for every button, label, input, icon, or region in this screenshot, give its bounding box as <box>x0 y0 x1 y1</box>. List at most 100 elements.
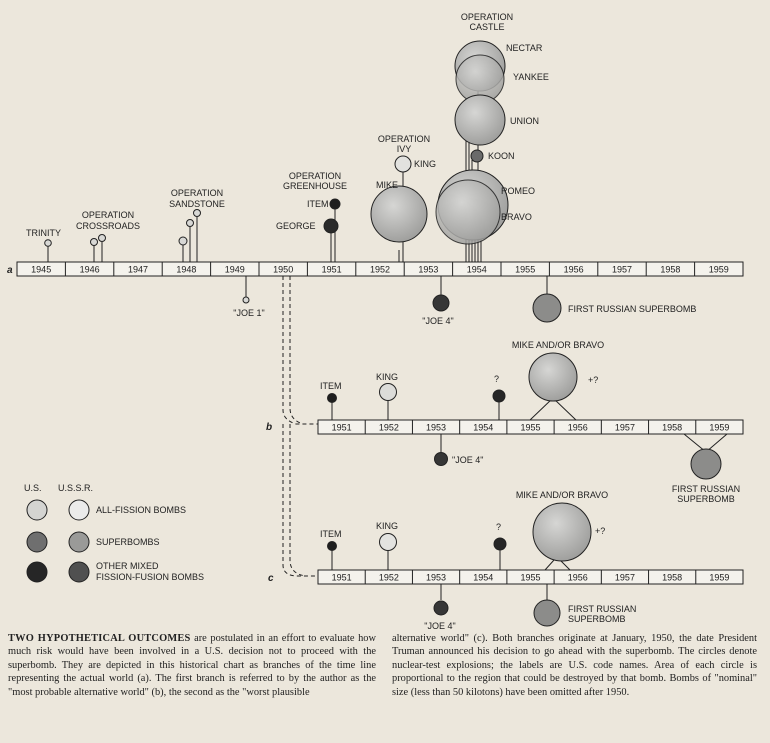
timeline-a-year-1945: 1945 <box>31 265 51 275</box>
joe4-b-label: "JOE 4" <box>452 455 483 465</box>
timeline-c-year-1954: 1954 <box>473 573 493 583</box>
joe4-b-circle <box>434 452 448 466</box>
caption-right: alternative world" (c). Both branches or… <box>392 632 757 699</box>
crossroads-circle-1 <box>90 238 98 246</box>
b-item-label: ITEM <box>320 381 342 391</box>
timeline-a-year-1950: 1950 <box>273 265 293 275</box>
c-item-label: ITEM <box>320 529 342 539</box>
legend-superbombs-label: SUPERBOMBS <box>96 537 160 547</box>
timeline-a-year-1955: 1955 <box>515 265 535 275</box>
trinity-circle <box>44 239 52 247</box>
joe1-circle <box>242 296 250 304</box>
timeline-b-year-1951: 1951 <box>332 423 352 433</box>
legend-ussr-header: U.S.S.R. <box>58 483 93 493</box>
first-russian-c-label-1: FIRST RUSSIAN <box>568 604 636 614</box>
timeline-a-year-1954: 1954 <box>467 265 487 275</box>
b-question-circle <box>492 389 506 403</box>
timeline-a-label: a <box>7 265 13 276</box>
mike-circle <box>370 185 428 243</box>
joe1-label: "JOE 1" <box>233 308 264 318</box>
c-king-label: KING <box>376 521 398 531</box>
ivy-label-1: OPERATION <box>378 134 430 144</box>
timeline-b-label: b <box>266 422 272 433</box>
castle-label-2: CASTLE <box>469 22 504 32</box>
joe4-c-circle <box>433 600 449 616</box>
timeline-a-year-1952: 1952 <box>370 265 390 275</box>
c-mike-bravo-circle <box>532 502 592 562</box>
timeline-b-year-1955: 1955 <box>520 423 540 433</box>
timeline-c-year-1951: 1951 <box>332 573 352 583</box>
timeline-c-year-1953: 1953 <box>426 573 446 583</box>
union-label: UNION <box>510 116 539 126</box>
caption-left: TWO HYPOTHETICAL OUTCOMES are postulated… <box>8 632 376 699</box>
timeline-b-year-1958: 1958 <box>662 423 682 433</box>
crossroads-circle-2 <box>98 234 106 242</box>
union-circle <box>454 94 506 146</box>
timeline-c-label: c <box>268 573 274 584</box>
timeline-a: a 1945 1946 1947 1948 1949 1950 1951 1952 1953 19… <box>7 261 744 277</box>
ivy-king-label: KING <box>414 159 436 169</box>
c-item-circle <box>327 541 337 551</box>
c-question-label: ? <box>496 522 501 532</box>
sandstone-label-1: OPERATION <box>171 188 223 198</box>
timeline-c-year-1959: 1959 <box>709 573 729 583</box>
first-russian-b-circle <box>690 448 722 480</box>
trinity-label: TRINITY <box>26 228 61 238</box>
timeline-a-year-1958: 1958 <box>660 265 680 275</box>
caption-lead: TWO HYPOTHETICAL OUTCOMES <box>8 633 191 644</box>
caption-right-body: alternative world" (c). Both branches or… <box>392 633 757 698</box>
c-king-circle <box>379 533 397 551</box>
first-russian-c-circle <box>533 599 561 627</box>
timeline-a-year-1947: 1947 <box>128 265 148 275</box>
first-russian-b-label-1: FIRST RUSSIAN <box>672 484 740 494</box>
sandstone-circle-3 <box>193 209 201 217</box>
timeline-a-year-1949: 1949 <box>225 265 245 275</box>
legend-superbomb-us-icon <box>26 531 48 553</box>
legend-all-fission-us-icon <box>26 499 48 521</box>
mike-label: MIKE <box>376 180 398 190</box>
legend-superbomb-ussr-icon <box>68 531 90 553</box>
timeline-a-year-1946: 1946 <box>80 265 100 275</box>
legend-mixed-label-2: FISSION-FUSION BOMBS <box>96 572 204 582</box>
george-label: GEORGE <box>276 221 316 231</box>
caption-left-body: are postulated in an effort to evaluate … <box>8 633 377 698</box>
joe4-a-circle <box>432 294 450 312</box>
greenhouse-label-1: OPERATION <box>289 171 341 181</box>
joe4-a-label: "JOE 4" <box>422 316 453 326</box>
item-circle <box>329 198 341 210</box>
timeline-c-year-1956: 1956 <box>568 573 588 583</box>
b-item-circle <box>327 393 337 403</box>
legend-mixed-us-icon <box>26 561 48 583</box>
timeline-a-year-1957: 1957 <box>612 265 632 275</box>
greenhouse-label-2: GREENHOUSE <box>283 181 347 191</box>
timeline-a-year-1953: 1953 <box>418 265 438 275</box>
timeline-b-year-1954: 1954 <box>473 423 493 433</box>
crossroads-label-1: OPERATION <box>82 210 134 220</box>
george-circle <box>323 218 339 234</box>
ivy-king-circle <box>394 155 412 173</box>
b-mike-bravo-label: MIKE AND/OR BRAVO <box>512 340 604 350</box>
c-plus-question-label: +? <box>595 526 605 536</box>
first-russian-c-label-2: SUPERBOMB <box>568 614 626 624</box>
crossroads-label-2: CROSSROADS <box>76 221 140 231</box>
c-question-circle <box>493 537 507 551</box>
timeline-a-year-1951: 1951 <box>322 265 342 275</box>
legend: U.S. U.S.S.R. ALL-FISSION BOMBS SUPERBOM… <box>24 483 204 583</box>
timeline-a-year-1948: 1948 <box>176 265 196 275</box>
timeline-b-year-1957: 1957 <box>615 423 635 433</box>
b-king-circle <box>379 383 397 401</box>
first-russian-b-label-2: SUPERBOMB <box>677 494 735 504</box>
sandstone-label-2: SANDSTONE <box>169 199 225 209</box>
timeline-b-year-1959: 1959 <box>709 423 729 433</box>
castle-label-1: OPERATION <box>461 12 513 22</box>
item-label: ITEM <box>307 199 329 209</box>
legend-all-fission-label: ALL-FISSION BOMBS <box>96 505 186 515</box>
timeline-c-year-1955: 1955 <box>520 573 540 583</box>
early-tests <box>44 209 250 304</box>
romeo-label: ROMEO <box>501 186 535 196</box>
nectar-label: NECTAR <box>506 43 543 53</box>
branch-connectors <box>282 276 318 577</box>
